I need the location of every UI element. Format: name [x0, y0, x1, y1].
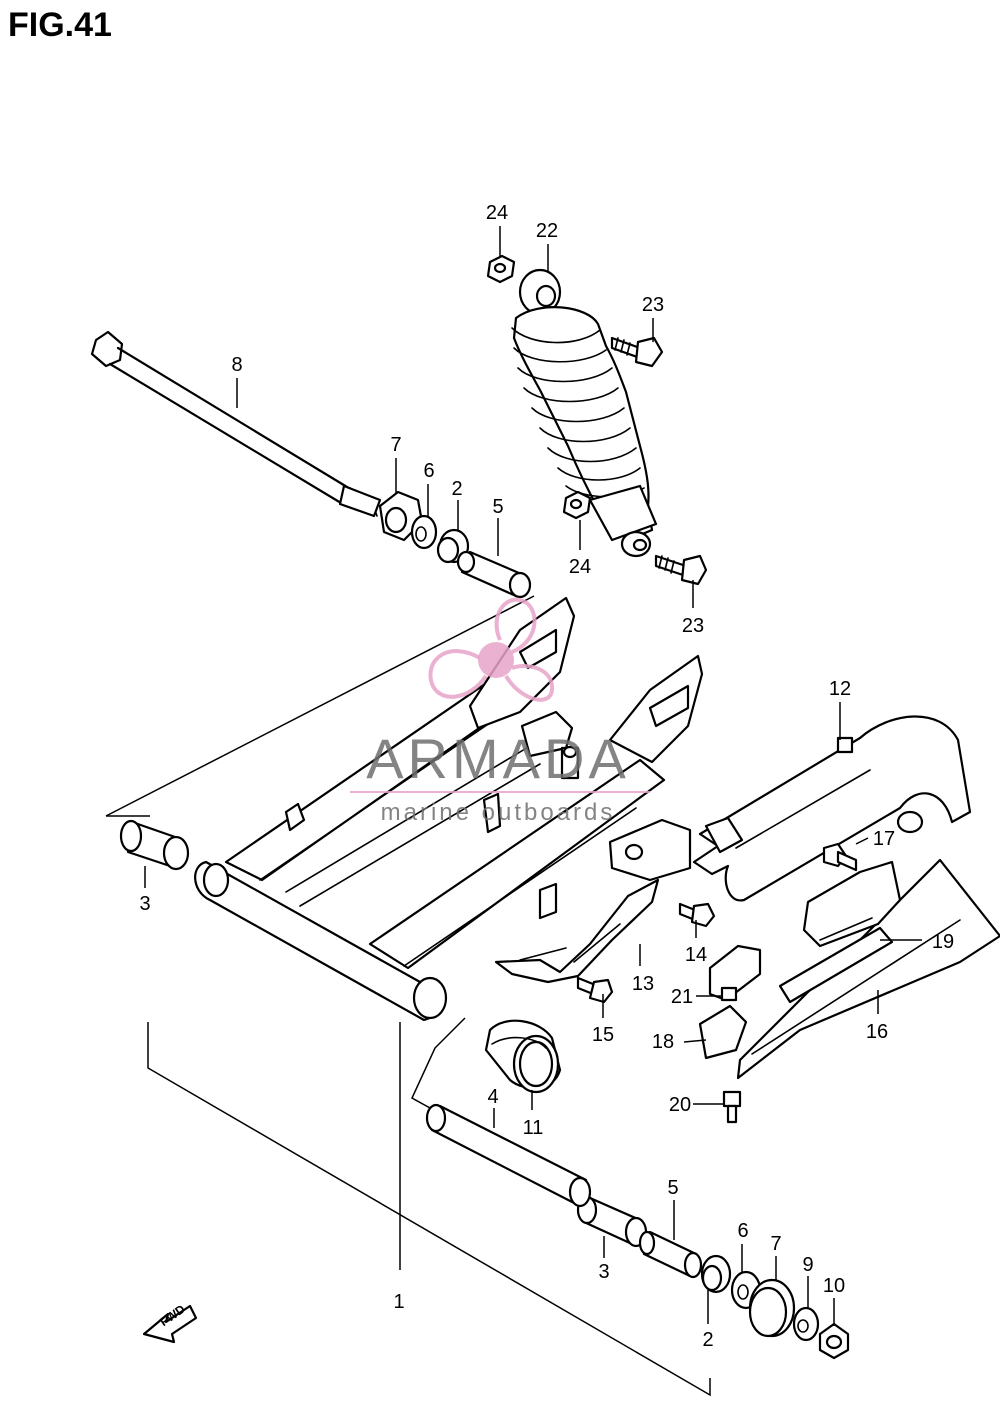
- callout-6-right: 6: [737, 1220, 748, 1242]
- swingarm[interactable]: [194, 596, 704, 1022]
- callout-5-right: 5: [667, 1177, 678, 1199]
- callout-4: 4: [487, 1086, 498, 1108]
- shock-absorber[interactable]: [511, 268, 658, 558]
- callout-9: 9: [802, 1254, 813, 1276]
- callout-23-upper: 23: [642, 294, 664, 316]
- chain-guard[interactable]: [736, 858, 1000, 1080]
- callout-2-left: 2: [451, 478, 462, 500]
- callout-11: 11: [523, 1117, 544, 1139]
- callout-19: 19: [932, 931, 954, 953]
- callout-14: 14: [685, 944, 707, 966]
- mount-screw[interactable]: [722, 1090, 742, 1124]
- callout-6-left: 6: [423, 460, 434, 482]
- callout-5-left: 5: [492, 496, 503, 518]
- pivot-shaft[interactable]: [90, 330, 382, 518]
- callout-1: 1: [393, 1291, 404, 1313]
- shock-bolt-lower[interactable]: [654, 554, 708, 586]
- callout-24-lower: 24: [569, 556, 591, 578]
- callout-8: 8: [231, 354, 242, 376]
- callout-23-lower: 23: [682, 615, 704, 637]
- callout-7-left: 7: [390, 434, 401, 456]
- pivot-cap: [748, 1278, 796, 1338]
- pivot-nut-right: [818, 1322, 850, 1360]
- pivot-bearing[interactable]: [484, 1019, 562, 1094]
- leader-lines: [144, 226, 922, 1326]
- watermark-brand: ARMADA: [366, 727, 630, 790]
- spacer-left: [456, 550, 532, 599]
- guard-rubber-strip[interactable]: [778, 926, 894, 1004]
- callout-3-left: 3: [139, 893, 150, 915]
- inner-spacer[interactable]: [425, 1103, 592, 1208]
- figure-title: FIG.41: [8, 6, 112, 44]
- chain-guide-bolt[interactable]: [576, 976, 614, 1004]
- callout-15: 15: [592, 1024, 614, 1046]
- watermark-logo-icon: [428, 597, 555, 702]
- seal-right: [700, 1254, 732, 1294]
- chain-case[interactable]: [692, 715, 972, 902]
- callout-22: 22: [536, 220, 558, 242]
- callout-16: 16: [866, 1021, 888, 1043]
- callout-18: 18: [652, 1031, 674, 1053]
- callouts: 24 22 23 8 7 6 2 5 24 23 12 17 3 19 14 1…: [139, 202, 954, 1351]
- callout-20: 20: [669, 1094, 691, 1116]
- callout-24-upper: 24: [486, 202, 508, 224]
- bushing-right[interactable]: [576, 1195, 648, 1248]
- callout-12: 12: [829, 678, 851, 700]
- shock-bolt-upper[interactable]: [610, 336, 664, 368]
- callout-2-right: 2: [702, 1329, 713, 1351]
- shock-body: [588, 484, 658, 558]
- chain-guide[interactable]: [494, 878, 660, 984]
- washer-left: [410, 514, 438, 550]
- callout-17: 17: [873, 828, 895, 850]
- callout-3-right: 3: [598, 1261, 609, 1283]
- bushing-left[interactable]: [119, 819, 190, 871]
- fwd-arrow: FWD: [142, 1302, 198, 1344]
- shock-nut-lower[interactable]: [562, 490, 592, 520]
- shock-top-eye: [518, 268, 562, 316]
- chain-case-bolt[interactable]: [678, 902, 716, 928]
- guard-bracket-upper[interactable]: [802, 860, 902, 948]
- left-pivot-hardware[interactable]: [378, 490, 532, 599]
- callout-10: 10: [823, 1275, 845, 1297]
- assembly-frame-lines: [105, 595, 711, 1397]
- watermark: ARMADA marine outboards: [350, 597, 650, 826]
- guard-bolt[interactable]: [822, 842, 858, 872]
- callout-13: 13: [632, 973, 654, 995]
- watermark-tagline: marine outboards: [381, 799, 616, 826]
- guard-bracket-lower[interactable]: [698, 944, 762, 1060]
- callout-21: 21: [671, 986, 693, 1008]
- callout-7-right: 7: [770, 1233, 781, 1255]
- shock-nut-upper[interactable]: [486, 254, 516, 284]
- washer-small: [792, 1306, 820, 1342]
- right-pivot-hardware[interactable]: [638, 1230, 850, 1360]
- spacer-right: [638, 1230, 703, 1279]
